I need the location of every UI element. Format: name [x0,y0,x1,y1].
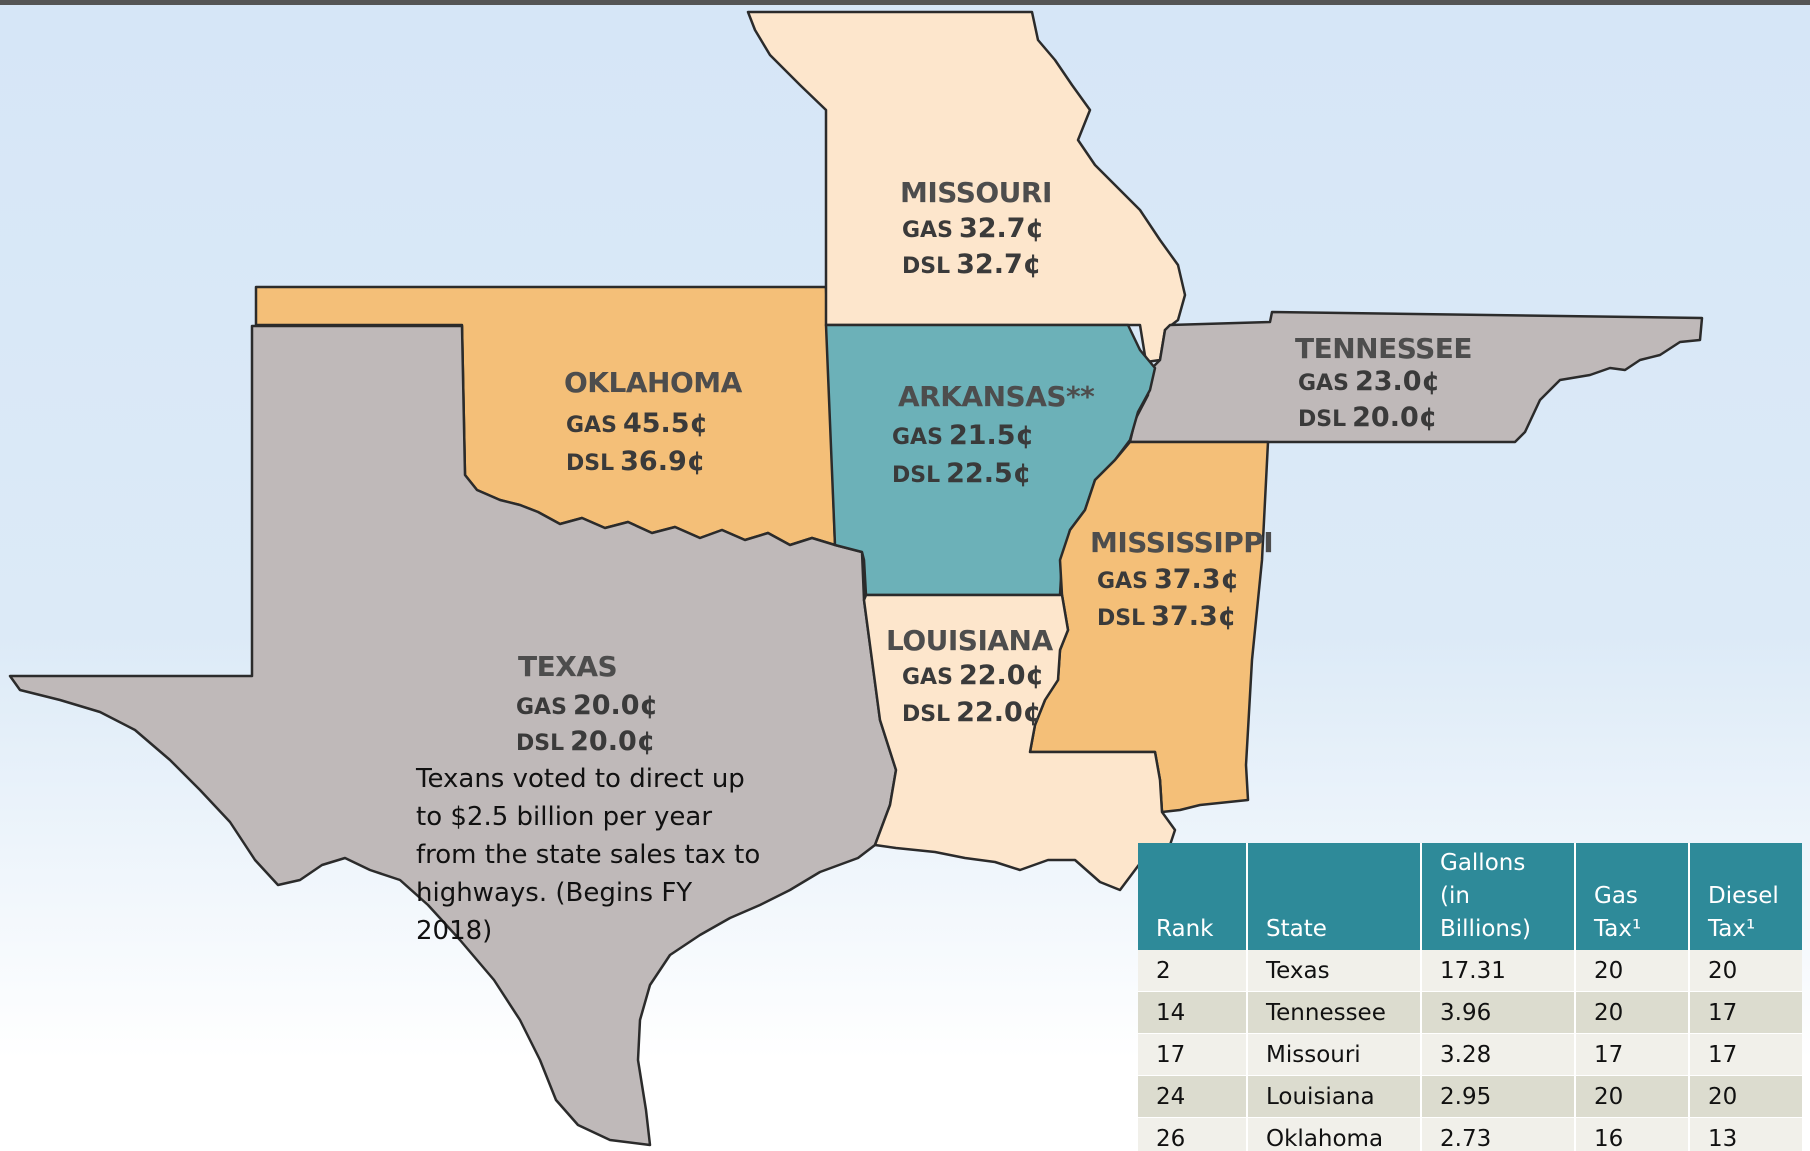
state-shape-texas[interactable] [8,324,898,1147]
header-state: State [1247,843,1422,950]
cell-gallons: 2.95 [1421,1075,1576,1118]
cell-gallons: 2.73 [1421,1117,1576,1151]
header-rank: Rank [1138,843,1248,950]
dsl-label: DSL [892,463,941,488]
top-border [0,0,1810,5]
rank-table-container: Rank State Gallons (in Billions) Gas Tax… [1138,843,1802,1151]
dsl-label: DSL [902,254,951,279]
cell-gas-tax: 20 [1575,950,1690,992]
cell-diesel-tax: 17 [1689,991,1802,1034]
gas-value: 20.0¢ [572,690,659,721]
header-gas-tax: Gas Tax¹ [1575,843,1690,950]
oklahoma-name: OKLAHOMA [564,366,742,399]
cell-diesel-tax: 17 [1689,1033,1802,1076]
dsl-label: DSL [566,451,615,476]
state-shape-louisiana[interactable] [862,593,1177,892]
dsl-label: DSL [516,731,565,756]
missouri-name: MISSOURI [900,176,1052,209]
cell-gallons: 3.28 [1421,1033,1576,1076]
cell-rank: 24 [1138,1075,1248,1118]
gas-value: 37.3¢ [1153,564,1240,595]
gas-value: 45.5¢ [622,408,709,439]
dsl-label: DSL [1298,407,1347,432]
texas-name: TEXAS [518,650,618,683]
dsl-value: 22.0¢ [956,697,1042,728]
texas-note: Texans voted to direct up to $2.5 billio… [416,764,761,946]
mississippi-name: MISSISSIPPI [1090,526,1274,559]
gas-label: GAS [1097,569,1148,594]
dsl-label: DSL [902,702,951,727]
cell-gas-tax: 20 [1575,1075,1690,1118]
gas-value: 22.0¢ [958,660,1045,691]
gas-label: GAS [1298,371,1349,396]
gas-value: 23.0¢ [1354,366,1441,397]
state-shape-missouri[interactable] [746,10,1187,364]
dsl-value: 20.0¢ [570,726,656,757]
cell-gas-tax: 20 [1575,991,1690,1034]
gas-label: GAS [902,665,953,690]
cell-diesel-tax: 13 [1689,1117,1802,1151]
cell-gallons: 3.96 [1421,991,1576,1034]
dsl-value: 22.5¢ [946,458,1032,489]
dsl-value: 37.3¢ [1151,601,1237,632]
cell-state: Louisiana [1247,1075,1422,1118]
gas-value: 21.5¢ [948,420,1035,451]
tennessee-name: TENNESSEE [1295,332,1473,365]
cell-gas-tax: 16 [1575,1117,1690,1151]
gas-label: GAS [902,218,953,243]
gas-label: GAS [516,695,567,720]
cell-rank: 17 [1138,1033,1248,1076]
arkansas-name: ARKANSAS** [898,380,1095,413]
cell-rank: 14 [1138,991,1248,1034]
louisiana-name: LOUISIANA [886,624,1053,657]
cell-state: Missouri [1247,1033,1422,1076]
dsl-value: 32.7¢ [956,249,1042,280]
dsl-label: DSL [1097,606,1146,631]
dsl-value: 36.9¢ [620,446,706,477]
cell-state: Tennessee [1247,991,1422,1034]
cell-rank: 2 [1138,950,1248,992]
rank-table: Rank State Gallons (in Billions) Gas Tax… [1138,843,1802,1151]
cell-state: Texas [1247,950,1422,992]
cell-gallons: 17.31 [1421,950,1576,992]
gas-value: 32.7¢ [958,213,1045,244]
dsl-value: 20.0¢ [1352,402,1438,433]
header-gallons: Gallons (in Billions) [1421,843,1576,950]
gas-label: GAS [566,413,617,438]
header-diesel-tax: Diesel Tax¹ [1689,843,1802,950]
cell-diesel-tax: 20 [1689,1075,1802,1118]
cell-gas-tax: 17 [1575,1033,1690,1076]
table-header-row: Rank State Gallons (in Billions) Gas Tax… [1138,843,1802,950]
cell-diesel-tax: 20 [1689,950,1802,992]
cell-rank: 26 [1138,1117,1248,1151]
cell-state: Oklahoma [1247,1117,1422,1151]
gas-label: GAS [892,425,943,450]
